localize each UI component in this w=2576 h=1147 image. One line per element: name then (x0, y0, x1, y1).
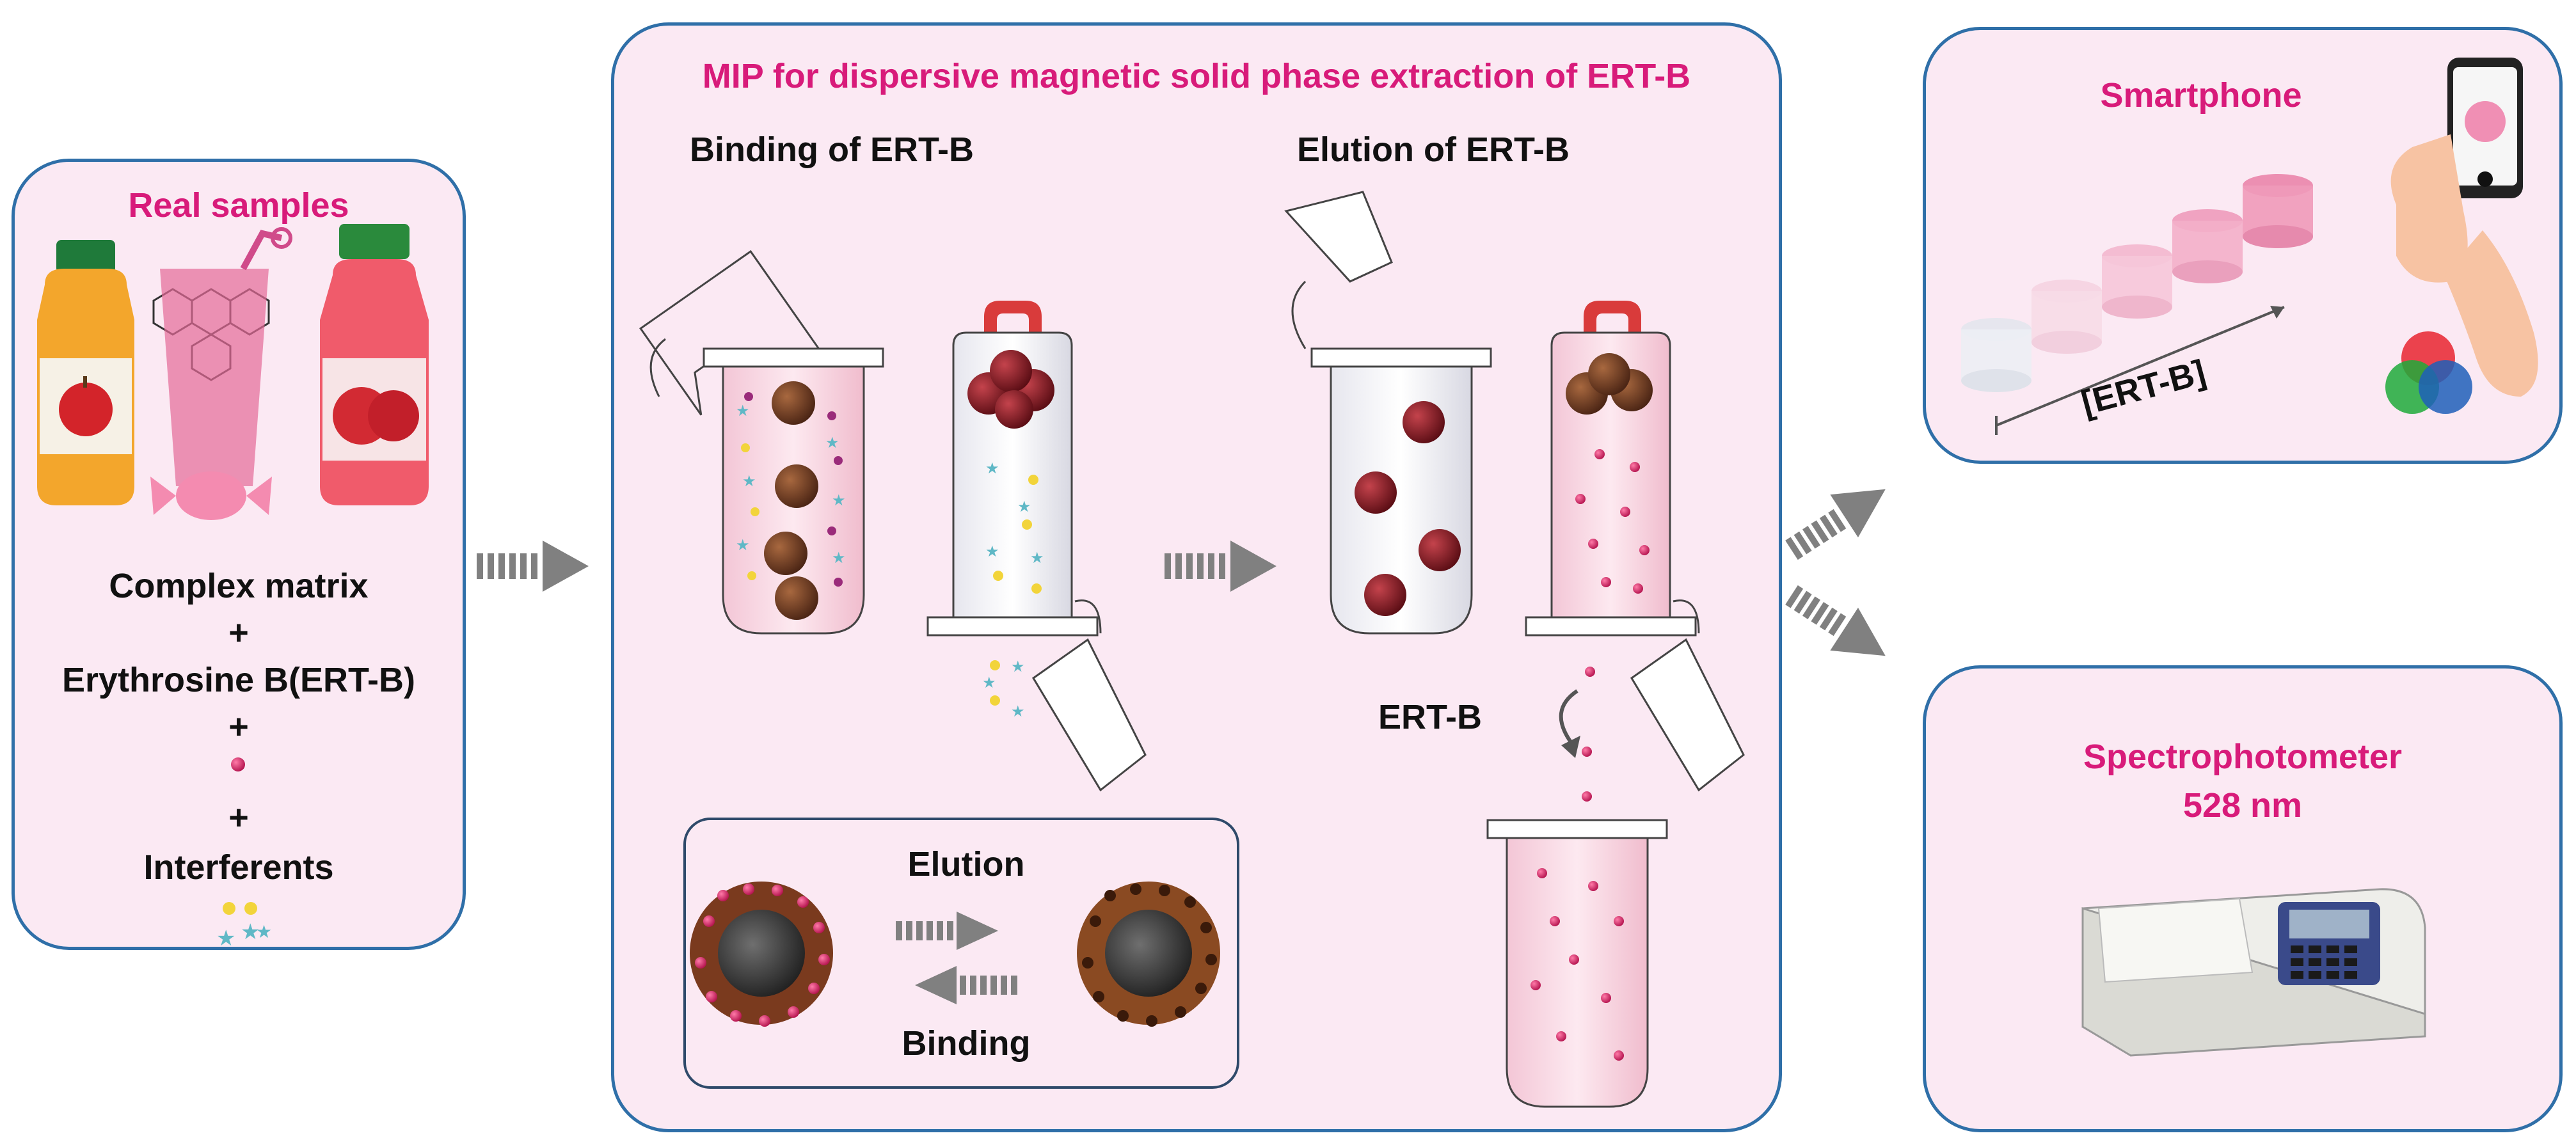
svg-text:★: ★ (1030, 550, 1044, 567)
svg-text:★: ★ (1011, 658, 1025, 676)
elution-header: Elution of ERT-B (1297, 131, 1570, 169)
svg-text:★: ★ (985, 543, 999, 560)
collection-tube (1486, 819, 1668, 1108)
mip-particle-empty (1077, 882, 1220, 1027)
binding-tube-dispersed: ★ ★ ★ ★ ★ ★ (639, 249, 884, 635)
erythrosine-label: Erythrosine B(ERT-B) (61, 661, 416, 699)
smartphone-icon (2447, 58, 2523, 198)
flow-arrow-binding-to-elution (1165, 541, 1276, 592)
mip-panel-title: MIP for dispersive magnetic solid phase … (702, 57, 1691, 95)
elution-tube-dispersed (1284, 191, 1492, 635)
smartphone-title: Smartphone (2100, 76, 2302, 115)
binding-arrow (915, 966, 1017, 1004)
plus-sign: + (228, 708, 249, 746)
svg-text:★: ★ (216, 926, 235, 951)
svg-text:★: ★ (832, 550, 846, 567)
ert-b-molecule-icon (231, 757, 245, 771)
candy-icon (150, 471, 272, 520)
flow-arrow-to-spectrophotometer (1785, 585, 1886, 656)
svg-text:★: ★ (1017, 498, 1031, 516)
svg-text:★: ★ (832, 492, 846, 509)
interferents-icon: ★ ★ ★ (216, 902, 272, 951)
real-samples-title: Real samples (128, 186, 349, 225)
hand-icon (2390, 134, 2538, 397)
svg-text:★: ★ (256, 922, 272, 942)
flow-arrow-to-mip (477, 541, 589, 592)
inset-binding-label: Binding (902, 1024, 1031, 1063)
elution-arrow (896, 912, 998, 950)
svg-text:★: ★ (985, 460, 999, 477)
complex-matrix-label: Complex matrix (109, 567, 369, 605)
mip-mechanism-inset (683, 818, 1239, 1089)
mip-particle-loaded (690, 882, 833, 1027)
plus-sign: + (228, 613, 249, 652)
ert-b-label: ERT-B (1378, 698, 1482, 736)
pink-drink-glass-icon (160, 227, 292, 486)
svg-text:★: ★ (1011, 703, 1025, 720)
flow-arrow-to-smartphone (1785, 489, 1886, 560)
svg-text:★: ★ (736, 402, 750, 420)
elution-tube-magnetic (1525, 301, 1745, 802)
rgb-color-wheel-icon (2385, 331, 2472, 414)
spectrophotometer-icon (2081, 888, 2426, 1057)
inset-elution-label: Elution (907, 845, 1025, 883)
binding-header: Binding of ERT-B (690, 131, 974, 169)
spectrophotometer-title: Spectrophotometer (2083, 738, 2403, 776)
svg-text:★: ★ (982, 674, 996, 692)
binding-tube-magnetic: ★ ★ ★ ★ ★ ★ ★ (926, 301, 1147, 792)
apple-juice-bottle-icon (37, 240, 134, 505)
wavelength-label: 528 nm (2182, 786, 2303, 825)
red-juice-bottle-icon (320, 224, 429, 505)
svg-text:★: ★ (241, 920, 260, 944)
svg-text:★: ★ (825, 434, 839, 452)
concentration-axis (1995, 306, 2285, 435)
svg-text:★: ★ (742, 473, 756, 490)
plus-sign: + (228, 798, 249, 837)
svg-text:★: ★ (736, 537, 750, 554)
interferents-label: Interferents (143, 848, 334, 887)
sample-vials-icon (1961, 174, 2313, 392)
